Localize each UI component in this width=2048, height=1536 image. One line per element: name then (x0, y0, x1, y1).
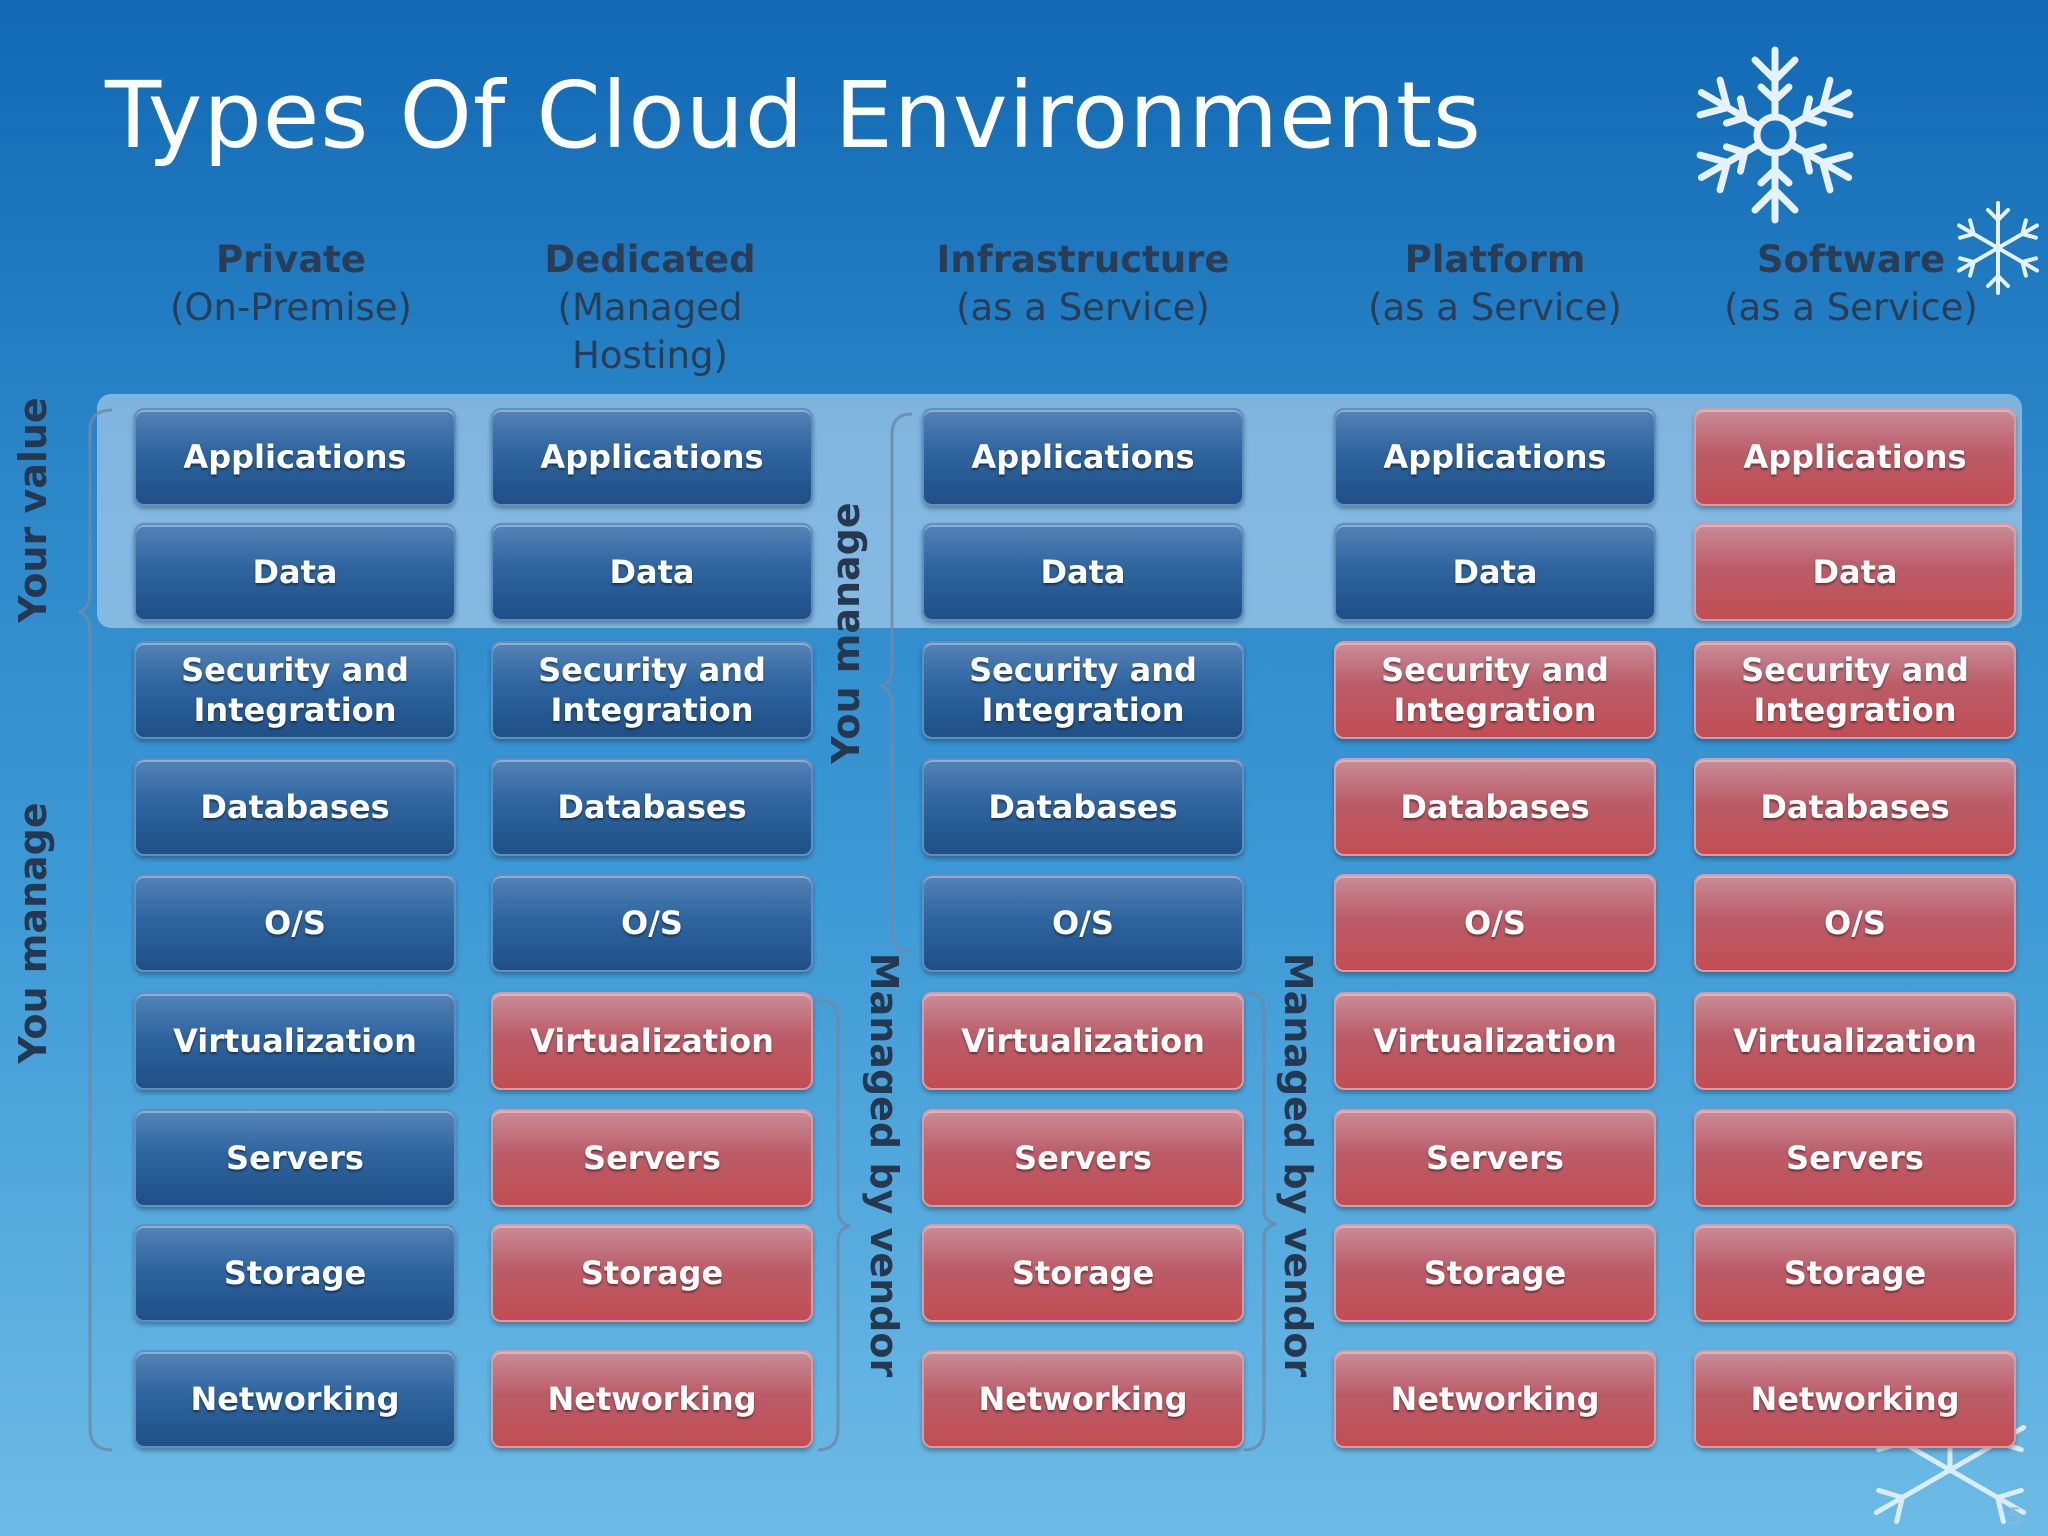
layer-box-databases: Databases (1334, 758, 1656, 856)
column-subtitle: (as a Service) (956, 286, 1210, 329)
layer-box-databases: Databases (922, 758, 1244, 856)
layer-box-storage: Storage (1694, 1224, 2016, 1322)
layer-box-servers: Servers (922, 1109, 1244, 1207)
layer-box-networking: Networking (491, 1350, 813, 1448)
column-header-private: Private (On-Premise) (126, 236, 456, 332)
layer-box-storage: Storage (134, 1224, 456, 1322)
column-name: Dedicated (544, 238, 756, 281)
column-subtitle: (as a Service) (1724, 286, 1978, 329)
slide-title: Types Of Cloud Environments (105, 62, 1482, 169)
layer-box-applications: Applications (491, 408, 813, 506)
layer-box-data: Data (922, 523, 1244, 621)
layer-box-storage: Storage (1334, 1224, 1656, 1322)
layer-box-virtualization: Virtualization (1694, 992, 2016, 1090)
column-name: Software (1756, 238, 1946, 281)
layer-box-virtualization: Virtualization (134, 992, 456, 1090)
column-name: Platform (1404, 238, 1586, 281)
page-number: 5 (2008, 1505, 2022, 1530)
layer-box-applications: Applications (1334, 408, 1656, 506)
layer-box-security-and-integration: Security and Integration (491, 641, 813, 739)
column-header-infrastructure: Infrastructure (as a Service) (918, 236, 1248, 332)
layer-box-o-s: O/S (491, 874, 813, 972)
layer-box-virtualization: Virtualization (1334, 992, 1656, 1090)
layer-box-o-s: O/S (922, 874, 1244, 972)
snowflake-icon (1680, 46, 1870, 230)
layer-box-servers: Servers (1694, 1109, 2016, 1207)
layer-box-o-s: O/S (1694, 874, 2016, 972)
layer-box-applications: Applications (134, 408, 456, 506)
layer-box-data: Data (1334, 523, 1656, 621)
managed-by-vendor-label: Managed by vendor (862, 952, 906, 1378)
layer-box-networking: Networking (134, 1350, 456, 1448)
column-subtitle: (On-Premise) (170, 286, 412, 329)
column-subtitle: (Managed Hosting) (557, 286, 743, 377)
layer-box-networking: Networking (922, 1350, 1244, 1448)
layer-box-o-s: O/S (1334, 874, 1656, 972)
snowflake-icon (1952, 201, 2044, 295)
you-manage-label: You manage (11, 802, 55, 1064)
layer-box-security-and-integration: Security and Integration (922, 641, 1244, 739)
layer-box-data: Data (491, 523, 813, 621)
layer-box-o-s: O/S (134, 874, 456, 972)
layer-box-networking: Networking (1334, 1350, 1656, 1448)
layer-box-data: Data (134, 523, 456, 621)
layer-box-servers: Servers (1334, 1109, 1656, 1207)
layer-box-storage: Storage (491, 1224, 813, 1322)
layer-box-data: Data (1694, 523, 2016, 621)
layer-box-networking: Networking (1694, 1350, 2016, 1448)
layer-box-servers: Servers (491, 1109, 813, 1207)
layer-box-applications: Applications (922, 408, 1244, 506)
your-value-label: Your value (11, 397, 55, 623)
layer-box-virtualization: Virtualization (491, 992, 813, 1090)
layer-box-storage: Storage (922, 1224, 1244, 1322)
column-header-platform: Platform (as a Service) (1330, 236, 1660, 332)
layer-box-virtualization: Virtualization (922, 992, 1244, 1090)
layer-box-servers: Servers (134, 1109, 456, 1207)
column-name: Infrastructure (936, 238, 1230, 281)
column-name: Private (216, 238, 366, 281)
you-manage-label: You manage (824, 502, 868, 764)
layer-box-databases: Databases (491, 758, 813, 856)
layer-box-security-and-integration: Security and Integration (1334, 641, 1656, 739)
layer-box-databases: Databases (134, 758, 456, 856)
column-header-dedicated: Dedicated (Managed Hosting) (485, 236, 815, 380)
managed-by-vendor-label: Managed by vendor (1276, 952, 1320, 1378)
layer-box-security-and-integration: Security and Integration (134, 641, 456, 739)
column-subtitle: (as a Service) (1368, 286, 1622, 329)
column-header-software: Software (as a Service) (1686, 236, 2016, 332)
layer-box-security-and-integration: Security and Integration (1694, 641, 2016, 739)
layer-box-databases: Databases (1694, 758, 2016, 856)
layer-box-applications: Applications (1694, 408, 2016, 506)
